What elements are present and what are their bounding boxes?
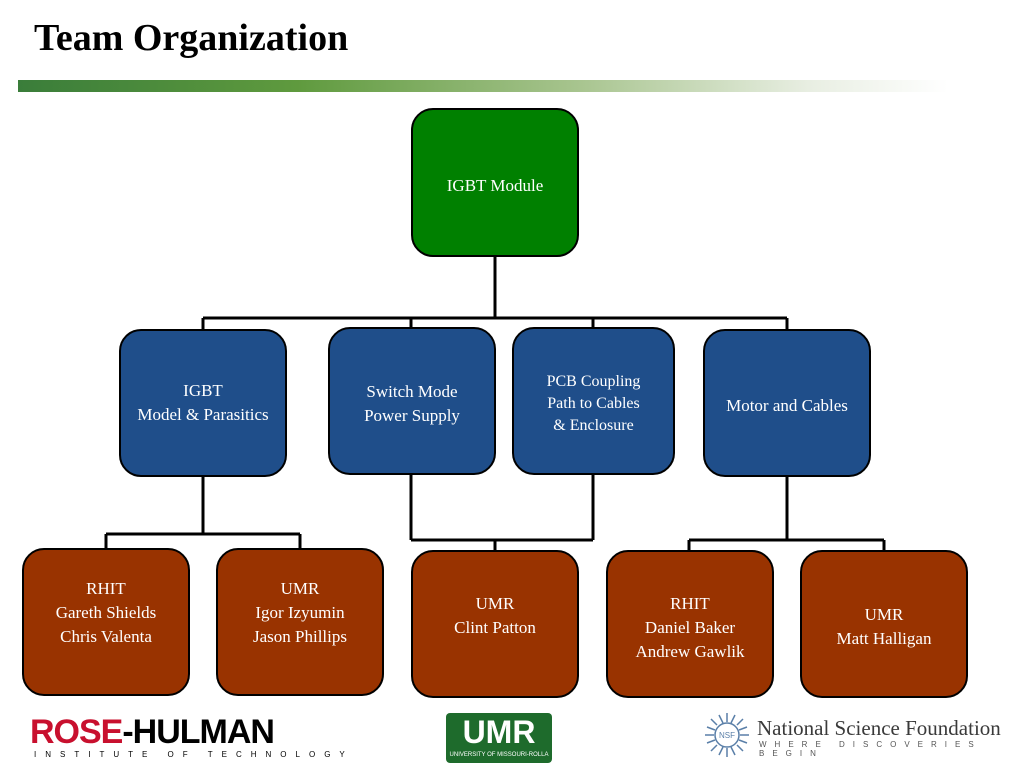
- umr-logo-subtitle: UNIVERSITY OF MISSOURI-ROLLA: [449, 752, 549, 758]
- org-node-member-3-label: UMR Clint Patton: [454, 594, 536, 637]
- org-node-group-2-label: Switch Mode Power Supply: [364, 382, 460, 425]
- org-node-group-3: PCB Coupling Path to Cables & Enclosure: [512, 327, 675, 475]
- org-node-group-2: Switch Mode Power Supply: [328, 327, 496, 475]
- org-node-group-4: Motor and Cables: [703, 329, 871, 477]
- umr-logo: UMR UNIVERSITY OF MISSOURI-ROLLA: [446, 713, 552, 763]
- nsf-logo-name: National Science Foundation: [757, 716, 1001, 740]
- nsf-logo-tagline: WHERE DISCOVERIES BEGIN: [759, 740, 982, 758]
- org-node-member-1-label: RHIT Gareth Shields Chris Valenta: [55, 579, 157, 646]
- org-node-member-5-label: UMR Matt Halligan: [836, 605, 932, 648]
- org-node-member-2: UMR Igor Izyumin Jason Phillips: [216, 548, 384, 696]
- rose-hulman-logo-hulman: -HULMAN: [122, 713, 275, 751]
- org-node-group-4-label: Motor and Cables: [726, 396, 848, 415]
- org-node-group-1: IGBT Model & Parasitics: [119, 329, 287, 477]
- org-node-member-5: UMR Matt Halligan: [800, 550, 968, 698]
- org-node-root-label: IGBT Module: [446, 176, 544, 195]
- org-node-member-3: UMR Clint Patton: [411, 550, 579, 698]
- org-node-member-1: RHIT Gareth Shields Chris Valenta: [22, 548, 190, 696]
- rose-hulman-logo: ROSE-HULMAN: [30, 713, 275, 751]
- nsf-seal-icon: NSF: [705, 713, 749, 757]
- nsf-seal-text: NSF: [719, 731, 735, 740]
- org-node-root: IGBT Module: [411, 108, 579, 257]
- rose-hulman-logo-subtitle: INSTITUTE OF TECHNOLOGY: [34, 750, 354, 759]
- org-node-group-3-label: PCB Coupling Path to Cables & Enclosure: [546, 373, 641, 434]
- title-underline-bar: [18, 80, 948, 92]
- rose-hulman-logo-rose: ROSE: [30, 713, 123, 751]
- org-node-member-4: RHIT Daniel Baker Andrew Gawlik: [606, 550, 774, 698]
- org-node-group-1-label: IGBT Model & Parasitics: [137, 381, 269, 424]
- slide-title: Team Organization: [34, 17, 349, 59]
- umr-logo-text: UMR: [462, 714, 536, 750]
- org-node-member-2-label: UMR Igor Izyumin Jason Phillips: [253, 579, 347, 646]
- org-node-member-4-label: RHIT Daniel Baker Andrew Gawlik: [635, 594, 745, 661]
